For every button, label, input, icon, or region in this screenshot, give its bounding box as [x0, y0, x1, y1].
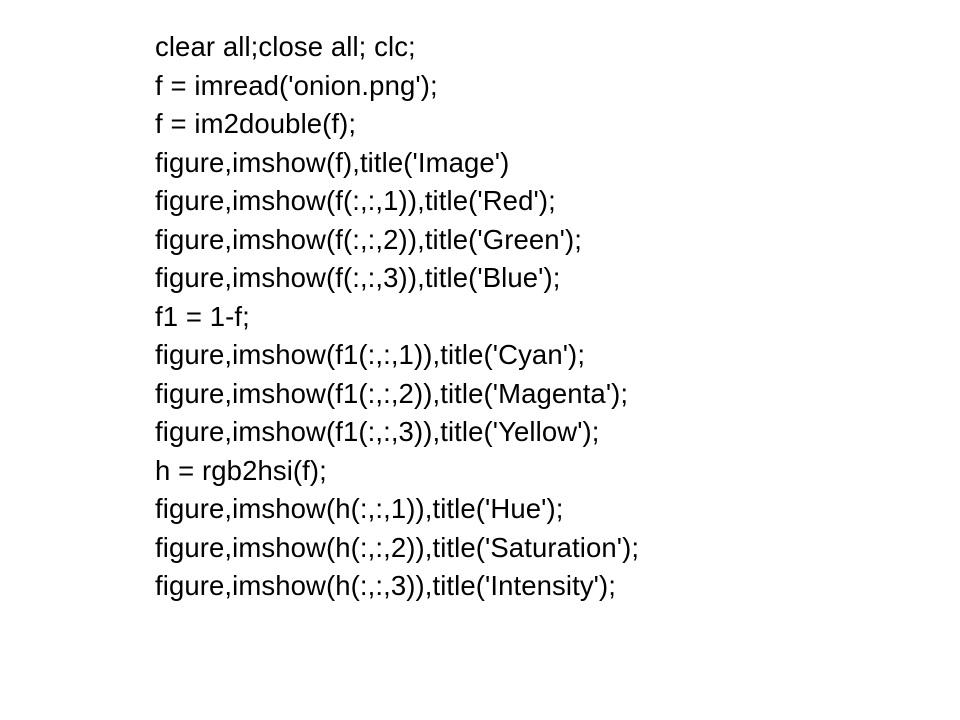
- code-line-show-red: figure,imshow(f(:,:,1)),title('Red');: [155, 185, 556, 216]
- code-line-rgb2hsi: h = rgb2hsi(f);: [155, 454, 327, 486]
- code-line-show-magenta: figure,imshow(f1(:,:,2)),title('Magenta'…: [155, 377, 629, 409]
- code-line-complement: f1 = 1-f;: [155, 300, 250, 332]
- code-line-im2double: f = im2double(f);: [155, 108, 357, 139]
- code-line-show-blue: figure,imshow(f(:,:,3)),title('Blue');: [155, 262, 561, 293]
- code-line-show-green: figure,imshow(f(:,:,2)),title('Green');: [155, 223, 582, 255]
- code-block: clear all;close all; clc; f = imread('on…: [155, 28, 639, 606]
- code-line-clear: clear all;close all; clc;: [155, 31, 416, 62]
- code-line-show-image: figure,imshow(f),title('Image'): [155, 146, 510, 178]
- code-line-show-yellow: figure,imshow(f1(:,:,3)),title('Yellow')…: [155, 416, 600, 447]
- code-line-show-intensity: figure,imshow(h(:,:,3)),title('Intensity…: [155, 570, 617, 601]
- code-line-show-cyan: figure,imshow(f1(:,:,1)),title('Cyan');: [155, 339, 586, 370]
- code-line-show-hue: figure,imshow(h(:,:,1)),title('Hue');: [155, 493, 564, 524]
- code-line-show-saturation: figure,imshow(h(:,:,2)),title('Saturatio…: [155, 531, 640, 563]
- code-line-imread: f = imread('onion.png');: [155, 69, 438, 101]
